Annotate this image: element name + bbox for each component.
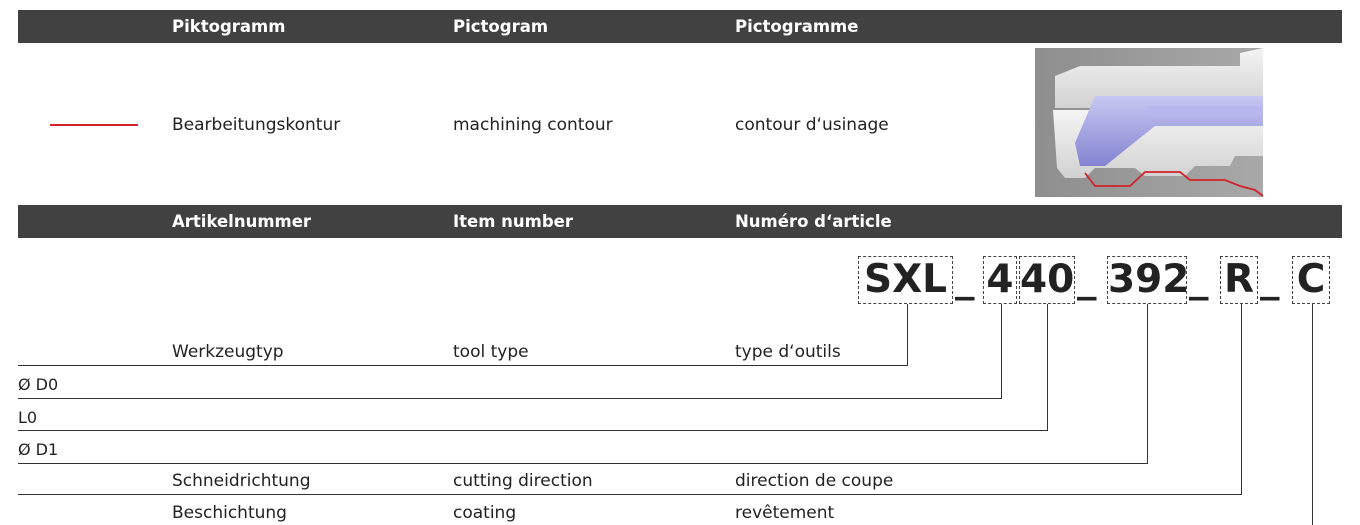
header2-col-de: Artikelnummer: [172, 212, 312, 231]
code-segment-tool-type: SXL: [858, 256, 953, 304]
tool-type-de: Werkzeugtyp: [172, 342, 284, 362]
header2-col-fr: Numéro d‘article: [735, 212, 892, 231]
code-separator: _: [1189, 256, 1209, 301]
code-segment-d1: 392: [1107, 256, 1190, 304]
d0-label: Ø D0: [18, 375, 59, 394]
coating-de: Beschichtung: [172, 503, 287, 523]
connector-coating: [1312, 304, 1313, 525]
header-col-fr: Pictogramme: [735, 17, 859, 36]
pictogram-header: Piktogramm Pictogram Pictogramme: [18, 10, 1342, 43]
machining-contour-illustration: [1035, 48, 1263, 197]
tool-type-en: tool type: [453, 342, 529, 362]
header-col-en: Pictogram: [453, 17, 549, 36]
underline-tool-type: [18, 365, 908, 366]
underline-l0: [18, 430, 1048, 431]
code-segment-cutting-direction: R: [1220, 256, 1258, 304]
tool-type-fr: type d‘outils: [735, 342, 841, 362]
coating-fr: revêtement: [735, 503, 835, 523]
code-separator: _: [1260, 256, 1280, 301]
code-separator: _: [955, 256, 975, 301]
pictogram-label-fr: contour d‘usinage: [735, 115, 889, 135]
d1-label: Ø D1: [18, 440, 59, 459]
cutting-direction-fr: direction de coupe: [735, 471, 894, 491]
connector-tool-type: [907, 304, 908, 366]
connector-d1: [1147, 304, 1148, 464]
cutting-direction-de: Schneidrichtung: [172, 471, 311, 491]
connector-cutting-direction: [1241, 304, 1242, 495]
header2-col-en: Item number: [453, 212, 573, 231]
code-segment-coating: C: [1292, 256, 1330, 304]
underline-cutting-direction: [18, 494, 1242, 495]
connector-d0: [1001, 304, 1002, 399]
connector-l0: [1047, 304, 1048, 431]
header-col-de: Piktogramm: [172, 17, 286, 36]
code-segment-l0: 40: [1019, 256, 1075, 304]
cutting-direction-en: cutting direction: [453, 471, 593, 491]
item-number-header: Artikelnummer Item number Numéro d‘artic…: [18, 205, 1342, 238]
pictogram-label-de: Bearbeitungskontur: [172, 115, 341, 135]
pictogram-label-en: machining contour: [453, 115, 613, 135]
underline-d1: [18, 463, 1148, 464]
code-segment-d0: 4: [983, 256, 1017, 304]
underline-d0: [18, 398, 1002, 399]
code-separator: _: [1077, 256, 1097, 301]
l0-label: L0: [18, 408, 38, 427]
coating-en: coating: [453, 503, 517, 523]
machining-contour-line-icon: [50, 124, 138, 126]
